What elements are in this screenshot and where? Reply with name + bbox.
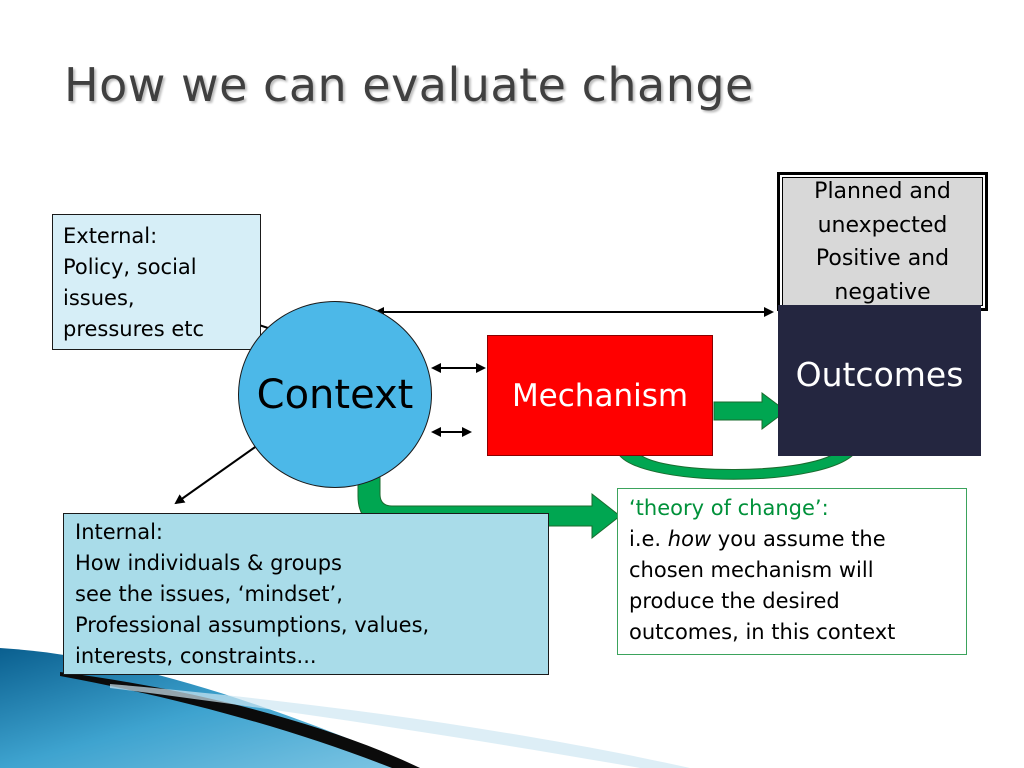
theory-line1-suffix: you assume the [711,527,886,551]
planned-unexpected-box: Planned and unexpected Positive and nega… [777,172,988,311]
theory-line: produce the desired [629,589,840,613]
planned-line: unexpected [817,212,948,238]
context-circle: Context [238,301,432,488]
internal-line: How individuals & groups [75,551,343,575]
external-line: pressures etc [63,317,205,341]
theory-line: i.e. how you assume the [629,524,955,555]
theory-line: outcomes, in this context [629,620,896,644]
external-line: External: [63,224,158,248]
internal-line: Internal: [75,520,164,544]
internal-line: Professional assumptions, values, [75,613,430,637]
outcomes-box: Outcomes [778,305,981,456]
theory-line1-emphasis: how [667,527,712,551]
external-line: issues, [63,286,135,310]
mechanism-box: Mechanism [487,335,713,456]
external-line: Policy, social [63,255,197,279]
planned-line: Planned and [814,179,951,204]
planned-line: Positive and [815,246,950,271]
theory-heading: ‘theory of change’ [629,496,822,520]
theory-heading-line: ‘theory of change’: [629,493,955,524]
internal-line: see the issues, ‘mindset’, [75,582,343,606]
internal-factors-box: Internal: How individuals & groups see t… [63,513,549,675]
context-label: Context [256,371,414,418]
page-title: How we can evaluate change [64,58,754,112]
outcomes-label: Outcomes [795,355,964,394]
mechanism-outcomes-green-arrow [713,392,787,430]
theory-of-change-box: ‘theory of change’: i.e. how you assume … [617,488,967,655]
planned-line: negative [834,279,931,305]
internal-line: interests, constraints... [75,644,317,668]
external-factors-box: External: Policy, social issues, pressur… [52,214,261,350]
theory-line1-prefix: i.e. [629,527,668,551]
theory-line: chosen mechanism will [629,558,874,582]
mechanism-label: Mechanism [511,377,689,414]
theory-heading-colon: : [821,496,829,520]
